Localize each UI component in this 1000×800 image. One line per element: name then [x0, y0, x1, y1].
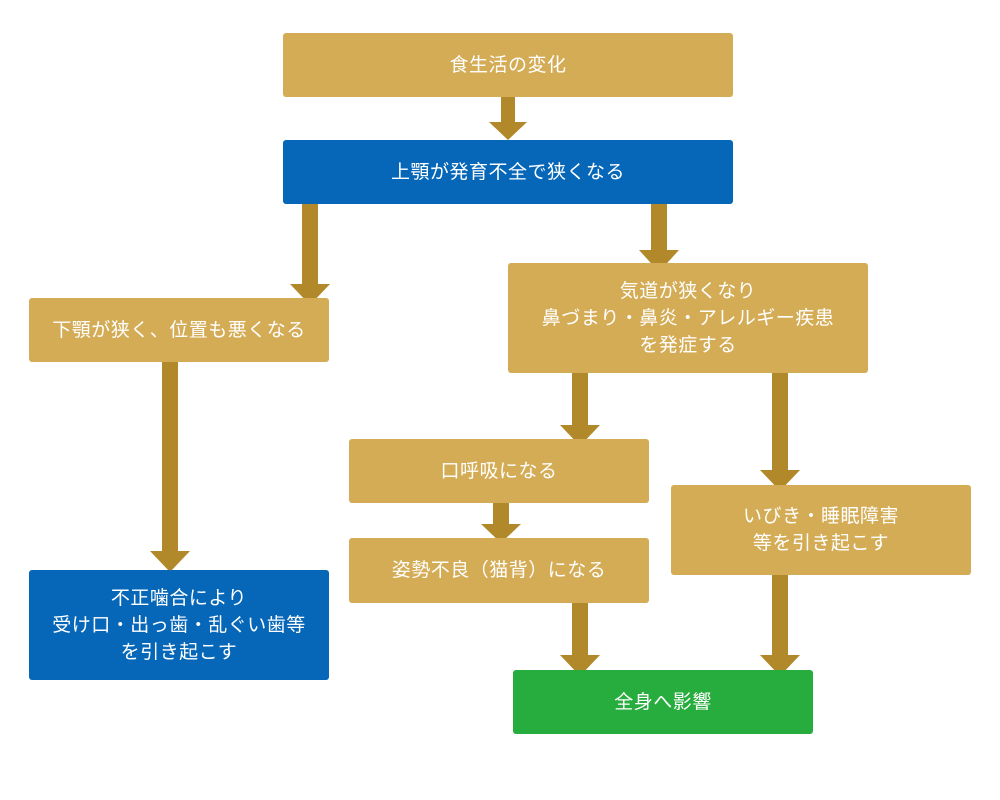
- arrow-airway-to-snoring: [760, 373, 800, 491]
- arrow-diet-to-upper-jaw: [489, 97, 527, 140]
- arrow-posture-to-whole-body: [560, 603, 600, 676]
- node-lower-jaw-narrow: 下顎が狭く、位置も悪くなる: [29, 298, 329, 362]
- arrow-airway-to-mouth-breathing: [560, 373, 600, 446]
- node-poor-posture: 姿勢不良（猫背）になる: [349, 538, 649, 603]
- node-airway-narrow: 気道が狭くなり 鼻づまり・鼻炎・アレルギー疾患 を発症する: [508, 263, 868, 373]
- arrow-snoring-to-whole-body: [760, 575, 800, 676]
- node-mouth-breathing: 口呼吸になる: [349, 439, 649, 503]
- node-upper-jaw-underdeveloped: 上顎が発育不全で狭くなる: [283, 140, 733, 204]
- arrow-lower-jaw-to-malocclusion: [150, 362, 190, 572]
- arrow-upper-jaw-to-airway: [639, 204, 679, 272]
- node-diet-change: 食生活の変化: [283, 33, 733, 97]
- arrow-mouth-breathing-to-posture: [481, 503, 521, 543]
- node-whole-body-effect: 全身へ影響: [513, 670, 813, 734]
- node-malocclusion: 不正噛合により 受け口・出っ歯・乱ぐい歯等 を引き起こす: [29, 570, 329, 680]
- arrow-upper-jaw-to-lower-jaw: [290, 204, 330, 305]
- node-snoring-sleep-disorder: いびき・睡眠障害 等を引き起こす: [671, 485, 971, 575]
